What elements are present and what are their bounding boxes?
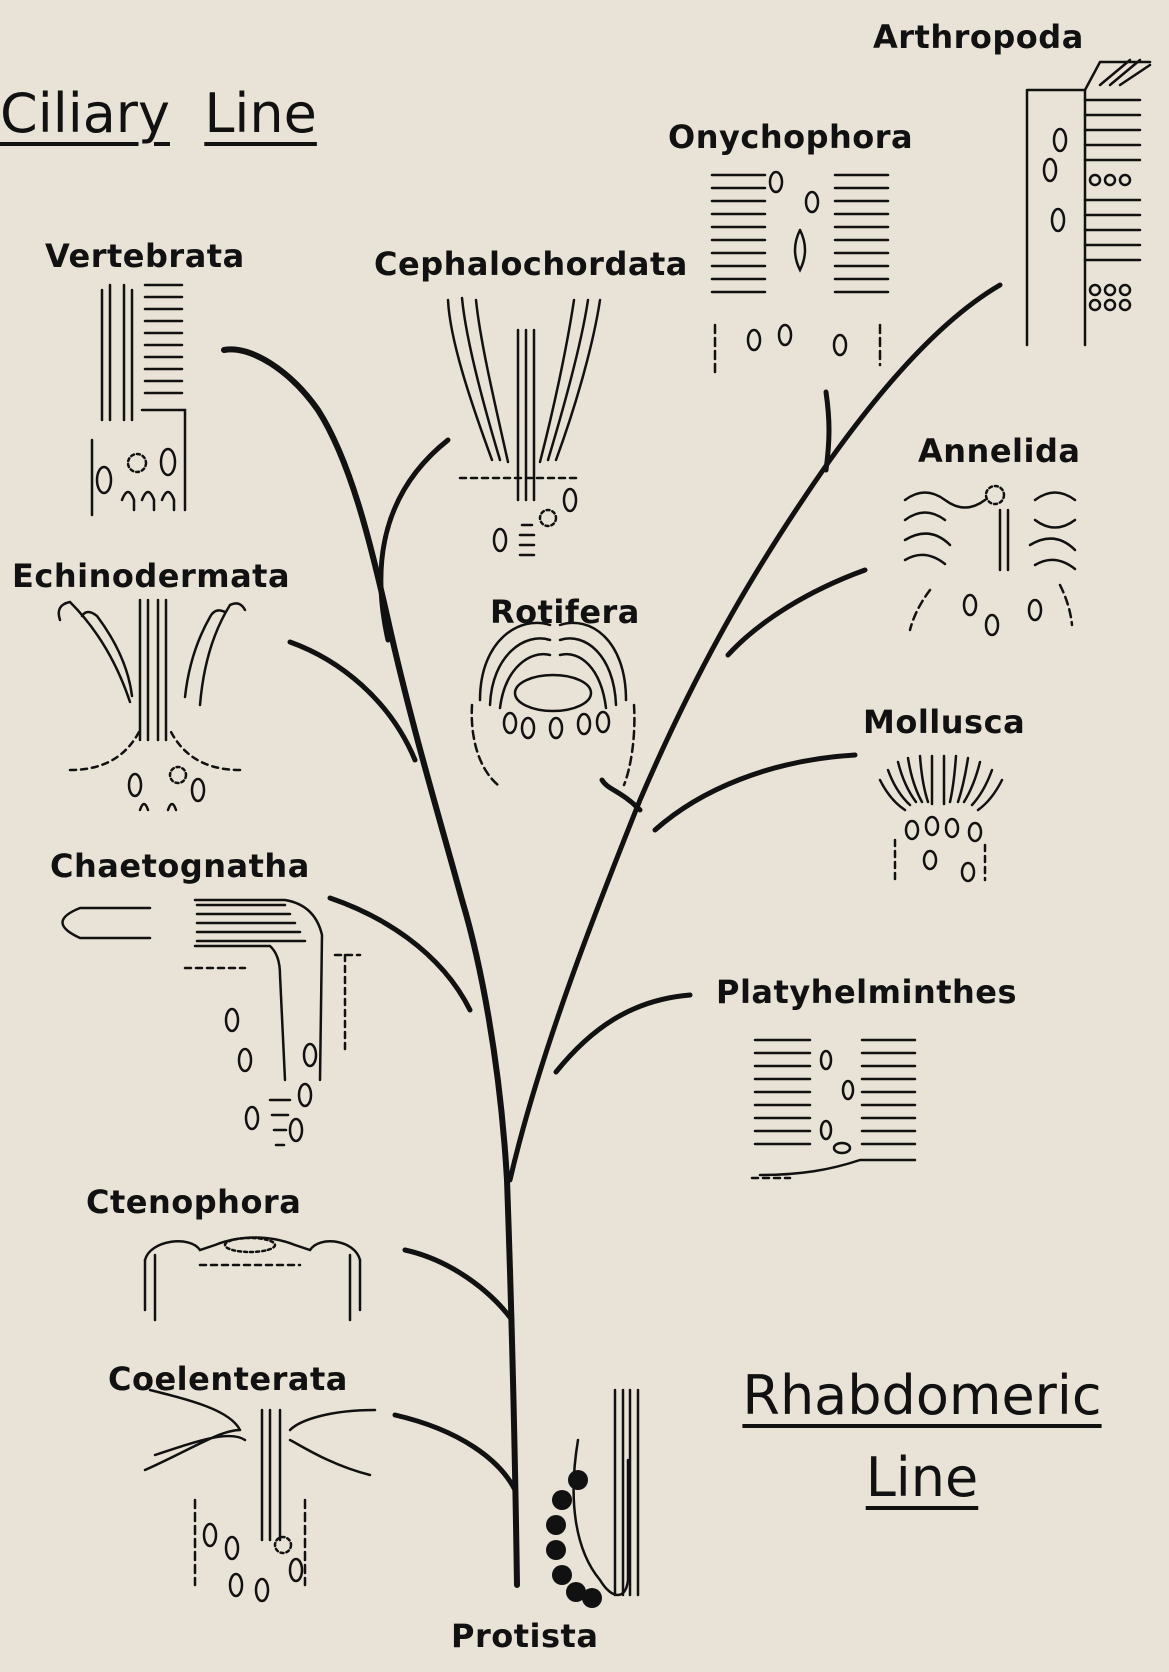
onychophora-sketch [712,172,888,375]
label-cephalochordata: Cephalochordata [374,245,688,283]
label-vertebrata: Vertebrata [45,237,245,275]
ciliary-line-heading: Ciliary Line [0,82,317,145]
label-chaetognatha: Chaetognatha [50,847,310,885]
label-echinodermata: Echinodermata [12,557,290,595]
label-mollusca: Mollusca [863,703,1025,741]
line-word-rhabdomeric: Line [866,1446,979,1509]
arthropoda-sketch [1027,60,1150,345]
label-protista: Protista [451,1617,598,1655]
label-coelenterata: Coelenterata [108,1360,348,1398]
label-platyhelminthes: Platyhelminthes [716,973,1017,1011]
mollusca-sketch [880,756,1002,881]
echinodermata-sketch [59,600,245,810]
line-word-ciliary: Line [204,82,317,145]
vertebrata-sketch [92,285,185,515]
coelenterata-sketch [145,1390,375,1601]
annelida-sketch [905,486,1075,635]
cephalochordata-sketch [448,298,600,555]
label-onychophora: Onychophora [668,118,913,156]
label-annelida: Annelida [918,432,1080,470]
protista-sketch [546,1390,638,1608]
ctenophora-sketch [145,1238,360,1321]
label-ctenophora: Ctenophora [86,1183,301,1221]
platyhelminthes-sketch [752,1040,915,1178]
rotifera-sketch [472,623,635,785]
chaetognatha-sketch [63,900,361,1145]
tree-branches [290,285,1000,1490]
label-rotifera: Rotifera [490,593,640,631]
ciliary-word: Ciliary [0,82,170,145]
rhabdomeric-word: Rhabdomeric [742,1364,1101,1427]
rhabdomeric-line-heading: Rhabdomeric Line [712,1355,1132,1519]
label-arthropoda: Arthropoda [873,18,1084,56]
tree-trunk [224,349,517,1585]
